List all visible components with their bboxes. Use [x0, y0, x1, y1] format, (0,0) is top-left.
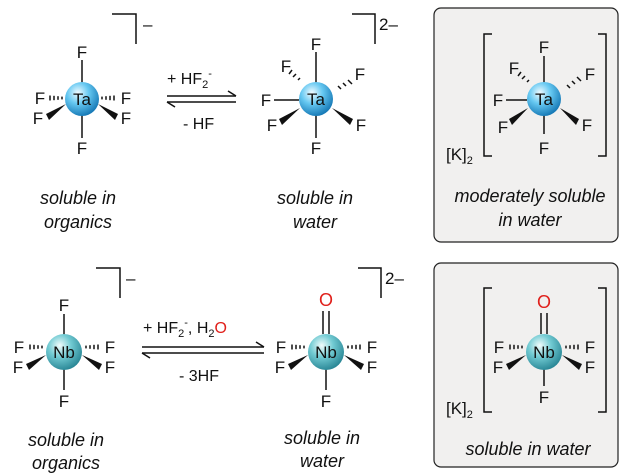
f-ligand-bottom: F [311, 139, 321, 158]
f-ligand-upper-right: F [355, 65, 365, 84]
f-ligand-left: F [276, 338, 286, 357]
ta-sphere [65, 82, 99, 116]
f-ligand-left: F [261, 91, 271, 110]
f-ligand-lower-left: F [498, 118, 508, 137]
reagent-bottom-1: - HF [183, 116, 214, 133]
nb-sphere [308, 334, 344, 370]
reagent-bottom-2: - 3HF [179, 368, 219, 385]
charge-label: – [126, 269, 136, 288]
f-ligand-lower-right: F [356, 116, 366, 135]
metal-label: Nb [533, 343, 555, 362]
metal-label: Nb [315, 343, 337, 362]
salt-caption-line1: moderately soluble [454, 186, 605, 206]
charge-label: – [143, 15, 153, 34]
salt-caption-line1: soluble in water [465, 439, 591, 459]
metal-label: Nb [53, 343, 75, 362]
f-ligand-lower-right: F [585, 358, 595, 377]
f-ligand-left: F [14, 338, 24, 357]
metal-label: Ta [535, 90, 554, 109]
f-ligand-top: F [311, 35, 321, 54]
nb-oxofluoride-dianion: Nb O F F F F F 2– [275, 267, 404, 411]
oxo-ligand: O [537, 292, 551, 312]
caption-start-2-line1: soluble in [28, 430, 104, 450]
reagent-top-1: + HF2- [167, 68, 212, 91]
salt-caption-line2: in water [498, 210, 562, 230]
caption-start-2-line2: organics [32, 453, 100, 473]
f-ligand-top: F [539, 38, 549, 57]
ta-heptafluoride-dianion: Ta F F F F F F F 2– [261, 13, 398, 158]
f-ligand-lower-left: F [275, 358, 285, 377]
oxo-ligand: O [319, 290, 333, 310]
f-ligand-left: F [493, 91, 503, 110]
f-ligand-top: F [59, 296, 69, 315]
f-ligand-right: F [367, 338, 377, 357]
f-ligand-right: F [121, 89, 131, 108]
caption-product-1-line2: water [293, 212, 338, 232]
f-ligand-lower-left: F [267, 116, 277, 135]
reagent-top-2: + HF2-, H2O [143, 317, 227, 340]
f-ligand-right: F [585, 338, 595, 357]
f-ligand-lower-right: F [367, 358, 377, 377]
nb-hexafluoride-anion: Nb F F F F F F – [13, 267, 136, 411]
equilibrium-arrow-2: + HF2-, H2O - 3HF [141, 317, 265, 385]
f-ligand-bottom: F [321, 392, 331, 411]
f-ligand-lower-right: F [121, 109, 131, 128]
f-ligand-lower-left: F [493, 358, 503, 377]
charge-label: 2– [385, 269, 404, 288]
f-ligand-lower-right: F [582, 116, 592, 135]
metal-label: Ta [307, 90, 326, 109]
nb-sphere [46, 334, 82, 370]
f-ligand-lower-left: F [13, 358, 23, 377]
f-ligand-lower-right: F [105, 358, 115, 377]
potassium-salt-panel-1: [K]2 Ta F F F F F F F moderately soluble… [433, 7, 619, 243]
f-ligand-bottom: F [539, 139, 549, 158]
caption-product-2-line2: water [300, 451, 345, 471]
f-ligand-bottom: F [59, 392, 69, 411]
f-ligand-bottom: F [539, 388, 549, 407]
caption-product-2-line1: soluble in [284, 428, 360, 448]
equilibrium-arrow-1: + HF2- - HF [166, 68, 237, 133]
f-ligand-left: F [35, 89, 45, 108]
ta-hexafluoride-anion: Ta F F F F F F – [33, 13, 153, 158]
f-ligand-lower-left: F [33, 109, 43, 128]
caption-product-1-line1: soluble in [277, 188, 353, 208]
caption-start-1-line2: organics [44, 212, 112, 232]
cation-label: [K]2 [446, 145, 473, 167]
metal-label: Ta [73, 90, 92, 109]
f-ligand-upper-right: F [585, 65, 595, 84]
f-ligand-left: F [494, 338, 504, 357]
caption-start-1-line1: soluble in [40, 188, 116, 208]
charge-label: 2– [379, 15, 398, 34]
ta-sphere [527, 82, 561, 116]
nb-sphere [526, 334, 562, 370]
f-ligand-upper-left: F [281, 57, 291, 76]
potassium-salt-panel-2: [K]2 Nb O F F F F F soluble in water [433, 262, 619, 468]
f-ligand-upper-left: F [509, 59, 519, 78]
f-ligand-top: F [77, 43, 87, 62]
cation-label: [K]2 [446, 399, 473, 421]
ta-sphere [299, 82, 333, 116]
f-ligand-bottom: F [77, 139, 87, 158]
f-ligand-right: F [105, 338, 115, 357]
